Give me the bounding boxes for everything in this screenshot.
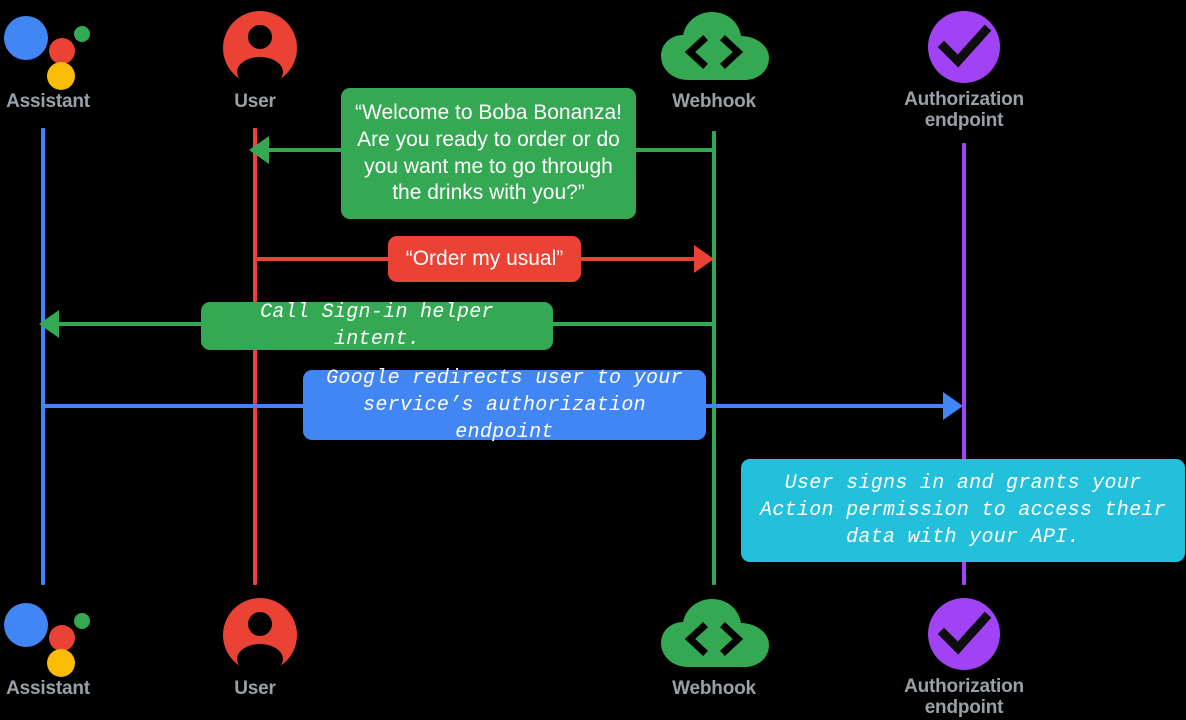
- google-assistant-dots-icon: [0, 595, 96, 677]
- user-avatar-icon: [207, 8, 303, 88]
- purple-checkmark-icon: [886, 595, 1042, 675]
- user-avatar-glyph: [223, 11, 297, 86]
- actor-label-user: User: [234, 91, 276, 112]
- arrow-head-order-my-usual: [694, 245, 714, 273]
- actor-authorization-bottom: Authorization endpoint: [886, 595, 1042, 718]
- assistant-dot-green: [74, 613, 90, 629]
- actor-label-webhook: Webhook: [672, 91, 756, 112]
- purple-checkmark-glyph: [928, 598, 1000, 670]
- actor-label-assistant: Assistant: [6, 678, 90, 699]
- google-assistant-dots-icon: [0, 8, 96, 90]
- message-bubble-google-redirect: Google redirects user to your service’s …: [303, 367, 706, 444]
- actor-label-user: User: [234, 678, 276, 699]
- arrow-head-sign-in-helper: [39, 310, 59, 338]
- user-avatar-icon: [207, 595, 303, 675]
- actor-assistant-top: Assistant: [0, 8, 96, 113]
- lifeline-user: [253, 128, 257, 585]
- user-avatar-glyph: [223, 598, 297, 673]
- cloud-code-icon: [656, 595, 772, 675]
- actor-assistant-bottom: Assistant: [0, 595, 96, 700]
- assistant-dot-blue: [4, 16, 48, 60]
- actor-webhook-top: Webhook: [656, 8, 772, 113]
- purple-checkmark-icon: [886, 8, 1042, 88]
- arrow-head-google-redirect: [943, 392, 963, 420]
- lifeline-assistant: [41, 128, 45, 585]
- actor-label-assistant: Assistant: [6, 91, 90, 112]
- actor-label-authorization: Authorization endpoint: [904, 89, 1024, 131]
- message-bubble-sign-in-helper: Call Sign-in helper intent.: [201, 301, 553, 351]
- message-bubble-order-my-usual: “Order my usual”: [388, 236, 581, 282]
- actor-label-webhook: Webhook: [672, 678, 756, 699]
- actor-label-authorization: Authorization endpoint: [904, 676, 1024, 718]
- purple-checkmark-glyph: [928, 11, 1000, 83]
- assistant-dot-green: [74, 26, 90, 42]
- message-bubble-welcome: “Welcome to Boba Bonanza! Are you ready …: [341, 88, 636, 219]
- cloud-code-icon: [656, 8, 772, 88]
- actor-user-top: User: [207, 8, 303, 113]
- message-bubble-user-grants-permission: User signs in and grants your Action per…: [741, 459, 1185, 562]
- lifeline-webhook: [712, 131, 716, 585]
- assistant-dot-yellow: [47, 62, 75, 90]
- cloud-code-glyph: [661, 12, 769, 80]
- assistant-dot-red: [49, 625, 75, 651]
- assistant-dot-red: [49, 38, 75, 64]
- actor-user-bottom: User: [207, 595, 303, 700]
- arrow-head-welcome: [249, 136, 269, 164]
- actor-webhook-bottom: Webhook: [656, 595, 772, 700]
- cloud-code-glyph: [661, 599, 769, 667]
- actor-authorization-top: Authorization endpoint: [886, 8, 1042, 131]
- lifeline-authorization: [962, 143, 966, 585]
- assistant-dot-blue: [4, 603, 48, 647]
- assistant-dot-yellow: [47, 649, 75, 677]
